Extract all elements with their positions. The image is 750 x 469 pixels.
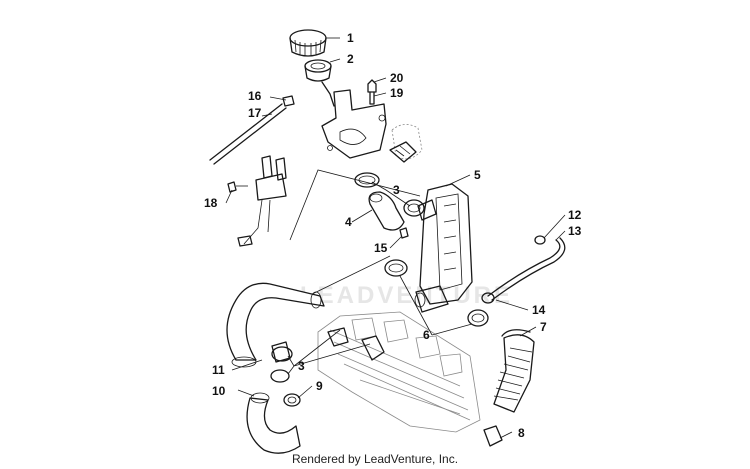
part-mounting-bracket[interactable] — [321, 89, 387, 159]
part-bolt-20[interactable] — [367, 79, 377, 105]
part-radiator-hose-11[interactable] — [226, 282, 325, 368]
part-hose-13[interactable] — [487, 237, 566, 301]
part-plug-8[interactable] — [483, 425, 503, 447]
engine-inlet-fitting[interactable] — [327, 327, 385, 361]
callout-3[interactable]: 3 — [393, 183, 400, 197]
callout-4[interactable]: 4 — [345, 215, 352, 229]
callout-7[interactable]: 7 — [540, 320, 547, 334]
callout-10[interactable]: 10 — [212, 384, 226, 398]
callout-16[interactable]: 16 — [248, 89, 262, 103]
part-clamp-3-upper[interactable] — [354, 172, 380, 188]
watermark-text: LEADVENTURE — [300, 282, 513, 309]
callout-9[interactable]: 9 — [316, 379, 323, 393]
part-clamp-6-lower[interactable] — [467, 309, 489, 327]
part-filler-cap[interactable] — [289, 29, 327, 57]
part-clamp-3-lower-b[interactable] — [270, 369, 290, 383]
callout-1[interactable]: 1 — [347, 31, 354, 45]
callout-6[interactable]: 6 — [423, 328, 430, 342]
callout-12[interactable]: 12 — [568, 208, 582, 222]
part-clamp-3-mid[interactable] — [403, 199, 425, 217]
part-spacer-3[interactable] — [271, 341, 291, 363]
callout-14[interactable]: 14 — [532, 303, 546, 317]
part-clamp-9[interactable] — [283, 393, 301, 407]
callout-11[interactable]: 11 — [212, 363, 225, 377]
leader-lines — [225, 37, 566, 439]
callout-19[interactable]: 19 — [390, 86, 404, 100]
part-filler-neck[interactable] — [304, 59, 335, 107]
callout-2[interactable]: 2 — [347, 52, 354, 66]
part-screw-15[interactable] — [399, 227, 409, 239]
part-fitting-12[interactable] — [534, 235, 546, 245]
part-lower-hose-10[interactable] — [246, 392, 301, 454]
callout-8[interactable]: 8 — [518, 426, 525, 440]
part-clamp-14[interactable] — [481, 292, 495, 304]
callout-17[interactable]: 17 — [248, 106, 262, 120]
part-clamp-6-upper[interactable] — [384, 259, 408, 277]
callout-3-lower[interactable]: 3 — [298, 359, 305, 373]
part-vent-hose-17[interactable] — [209, 103, 287, 165]
part-elbow-hose-4[interactable] — [368, 191, 405, 231]
callout-20[interactable]: 20 — [390, 71, 404, 85]
part-hose-fitting-16[interactable] — [282, 95, 295, 107]
part-corrugated-hose-7[interactable] — [493, 329, 535, 413]
callout-18[interactable]: 18 — [204, 196, 218, 210]
callout-5[interactable]: 5 — [474, 168, 481, 182]
part-screw-18[interactable] — [227, 181, 248, 193]
part-clamp-3-lower-a[interactable] — [271, 346, 293, 362]
engine-block-outline — [317, 311, 481, 433]
part-harness-bracket[interactable] — [237, 155, 287, 247]
callout-15[interactable]: 15 — [374, 241, 388, 255]
part-coolant-reservoir-5[interactable] — [414, 183, 473, 313]
part-reservoir-sender[interactable] — [389, 124, 423, 163]
callout-13[interactable]: 13 — [568, 224, 582, 238]
footer-credit: Rendered by LeadVenture, Inc. — [291, 452, 459, 466]
callout-labels: 1 2 3 4 5 6 7 8 9 10 11 12 13 14 15 16 1… — [204, 31, 582, 440]
